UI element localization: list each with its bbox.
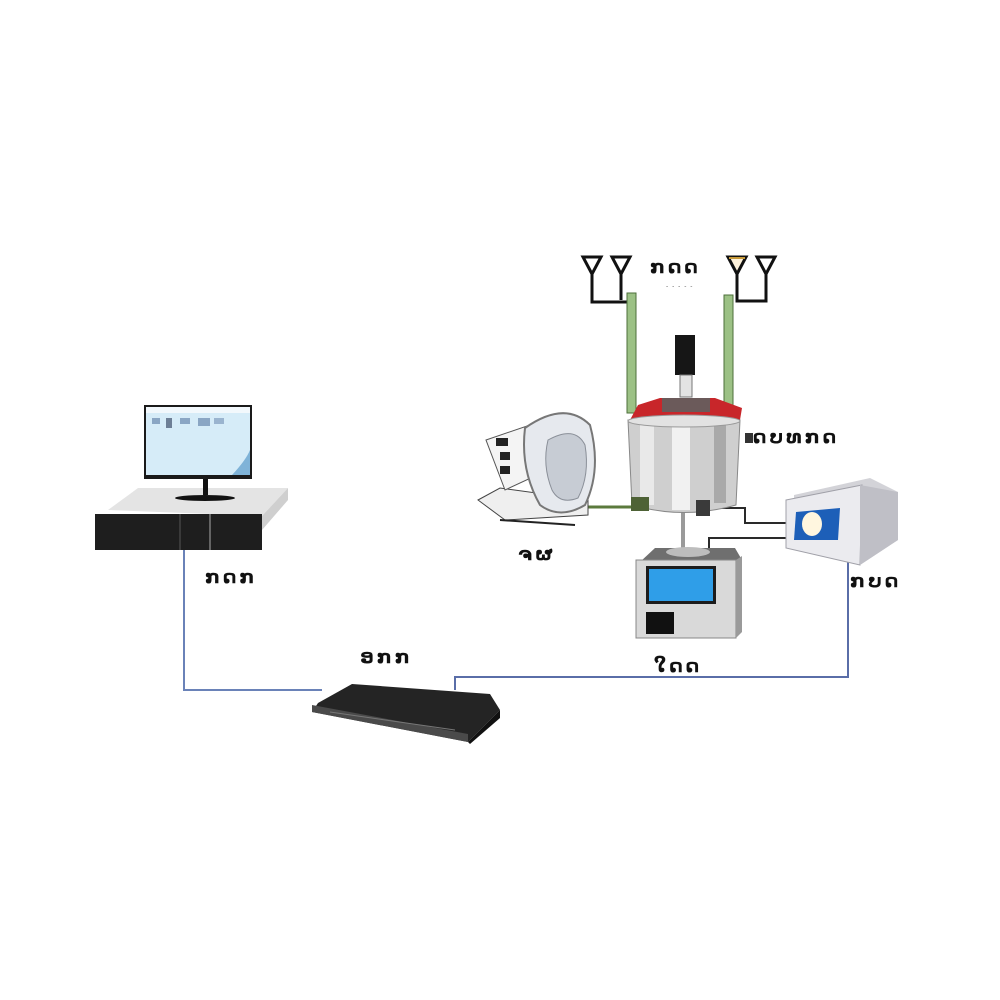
antenna-pipe-right (723, 294, 734, 414)
pump-label: ຈຜ (518, 543, 556, 565)
signal-line-controller-analyzer (708, 537, 800, 548)
control-unit-icon (635, 547, 742, 639)
controller-label: ໃດດ (654, 655, 703, 677)
pump-motor-icon (477, 412, 596, 526)
computer-label: ກດກ (205, 566, 258, 588)
reactor-label: ດບທກດ (753, 426, 840, 448)
network-link-computer-switch (183, 548, 322, 691)
signal-line-reactor-analyzer (705, 507, 790, 524)
analyzer-label: ກບດ (850, 570, 902, 592)
antenna-icon (725, 255, 778, 303)
analyzer-device-icon (785, 478, 898, 566)
network-switch-icon (312, 684, 500, 744)
desktop-computer-icon (95, 405, 288, 550)
antenna-label: ກດດ (650, 256, 701, 278)
antenna-sublabel: - - - - - (666, 283, 694, 290)
stainless-reactor-vessel-icon (627, 335, 753, 516)
network-link-switch-analyzer (454, 562, 849, 690)
switch-label: ອກກ (360, 646, 413, 668)
antenna-pipe-left (626, 292, 637, 414)
antenna-icon (580, 255, 633, 304)
